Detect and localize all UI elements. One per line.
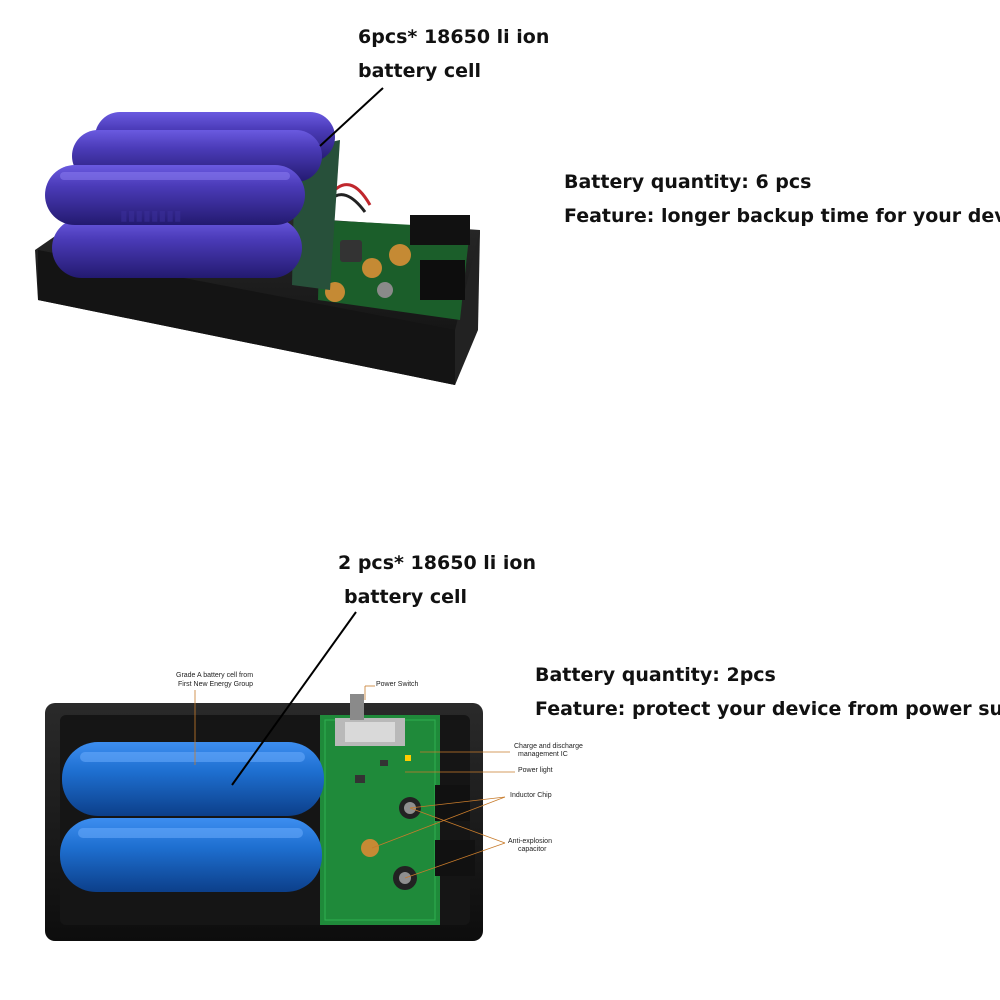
bottom-callout-line2: battery cell (344, 586, 468, 608)
power-switch-label: Power Switch (376, 681, 419, 688)
charge-ic-label-line2: management IC (518, 751, 568, 758)
callout-pointer-bottom (231, 611, 357, 786)
inductor-chip-label: Inductor Chip (510, 792, 552, 799)
top-spec-quantity: Battery quantity: 6 pcs (564, 171, 812, 193)
battery-cell (52, 218, 302, 278)
grade-label-line2: First New Energy Group (178, 681, 254, 688)
pcb-board-bottom (320, 715, 440, 925)
callout-pointer-top (319, 87, 384, 147)
top-callout-line1: 6pcs* 18650 li ion (358, 26, 550, 48)
charge-ic-label-line1: Charge and discharge (514, 743, 583, 750)
bottom-spec-quantity: Battery quantity: 2pcs (535, 664, 776, 686)
bottom-callout-line1: 2 pcs* 18650 li ion (338, 552, 537, 574)
top-callout-line2: battery cell (358, 60, 482, 82)
power-light-label: Power light (518, 767, 553, 774)
capacitor-label-line1: Anti-explosion (508, 838, 552, 845)
capacitor-label-line2: capacitor (518, 846, 547, 853)
bottom-spec-feature: Feature: protect your device from power … (535, 698, 1000, 720)
svg-text:▮▮▮▮▮▮▮▮: ▮▮▮▮▮▮▮▮ (120, 207, 182, 223)
grade-label-line1: Grade A battery cell from (176, 672, 254, 679)
top-spec-feature: Feature: longer backup time for your dev… (564, 205, 1000, 227)
